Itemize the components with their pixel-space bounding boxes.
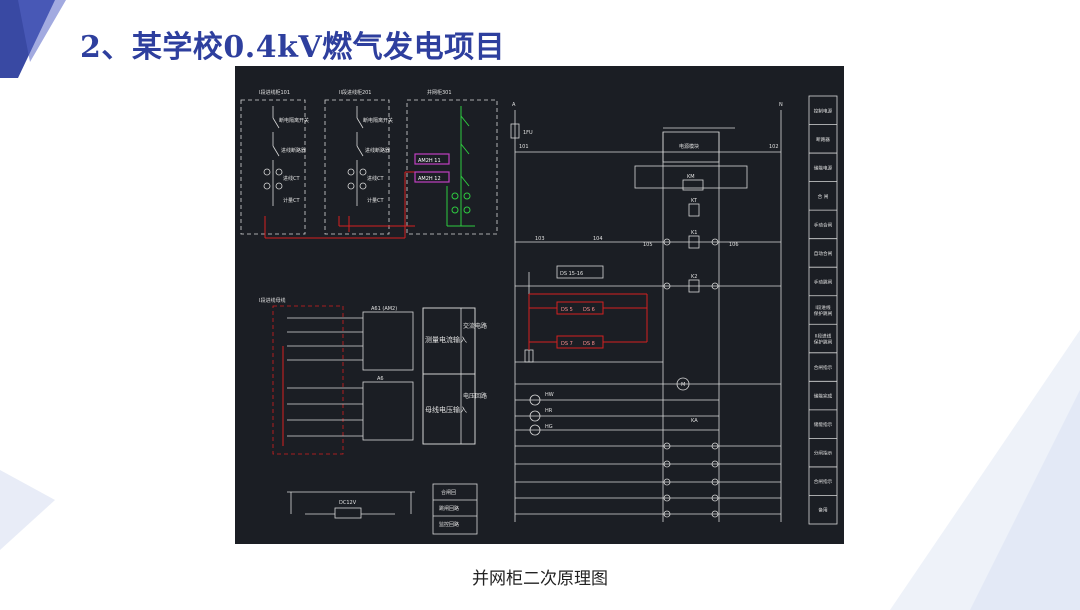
node-102-label: 102 [769, 144, 779, 150]
panel-2-ct2: 计量CT [367, 197, 384, 204]
node-103-label: 103 [535, 236, 545, 242]
resistor-1-label: DS 5 [561, 307, 573, 313]
right-label-item: 自动合闸 [814, 250, 833, 257]
ac-circuit-label: 交流电路 [463, 322, 487, 330]
resistor-2-label: DS 6 [583, 307, 595, 313]
right-label-item: 合闸指示 [814, 478, 833, 485]
right-label-item: 分闸指示 [814, 450, 833, 457]
slide-title: 2、某学校0.4kV燃气发电项目 [80, 30, 506, 65]
right-label-item: II段进线 [815, 333, 832, 340]
voltage-circuit-label: 电压回路 [463, 392, 487, 400]
right-label-item: 合 闸 [818, 193, 829, 200]
motor-label: M [681, 382, 685, 388]
node-106-label: 106 [729, 242, 739, 248]
panel-2-switch: 断电隔离开关 [363, 117, 393, 124]
module-1-label: AM2H 11 [418, 158, 441, 164]
corner-decoration-bottom-right [890, 330, 1080, 610]
meas-voltage-label: 母线电压输入 [425, 405, 467, 414]
figure-caption: 并网柜二次原理图 [472, 569, 608, 589]
relay-km-label: KM [687, 174, 695, 180]
panel-2-breaker: 进线断路器 [365, 147, 390, 154]
panel-1-breaker: 进线断路器 [281, 147, 306, 154]
relay-ka-label: KA [691, 418, 698, 424]
panel-1-ct: 进线CT [283, 175, 300, 182]
right-label-item: 保护跳闸 [814, 310, 833, 317]
node-a-label: A [512, 102, 516, 108]
panel-2-ct: 进线CT [367, 175, 384, 182]
legend-3: 监控回路 [439, 521, 459, 528]
right-label-item: 手动合闸 [814, 221, 833, 228]
panel-3-title: 并网柜301 [427, 89, 452, 96]
lamp-3-label: HG [545, 424, 553, 430]
node-101-label: 101 [519, 144, 529, 150]
fuse-label: 1FU [523, 130, 533, 136]
schematic-svg: I段进线柜101 II段进线柜201 并网柜301 断电隔离开关 进线断路器 进… [240, 89, 838, 535]
panel-1-ct2: 计量CT [283, 197, 300, 204]
right-label-item: 储能完成 [814, 393, 833, 400]
meter-label: A61 (AM2) [371, 306, 397, 312]
schematic-diagram: I段进线柜101 II段进线柜201 并网柜301 断电隔离开关 进线断路器 进… [235, 66, 844, 544]
bottom-module-label: DC12V [339, 500, 357, 506]
relay-kt-label: KT [691, 198, 698, 204]
module-2-label: AM2H 12 [418, 176, 441, 182]
right-label-item: 储能电源 [814, 164, 833, 171]
right-label-item: 手动跳闸 [814, 278, 833, 285]
resistor-3-label: DS 7 [561, 341, 573, 347]
right-label-item: 储能指示 [814, 421, 833, 428]
relay-t2-label: K2 [691, 274, 697, 280]
panel-1-title: I段进线柜101 [259, 89, 290, 96]
lamp-1-label: HW [545, 392, 554, 398]
node-105-label: 105 [643, 242, 653, 248]
right-label-item: 断路器 [816, 136, 830, 143]
busbar-label: I段进线母线 [259, 297, 285, 304]
right-label-item: 合闸指示 [814, 364, 833, 371]
corner-decoration [0, 0, 66, 78]
corner-decoration-bottom-left [0, 470, 55, 550]
dc-supply-label: 电源模块 [679, 143, 699, 150]
timer-label: DS 15-16 [560, 271, 583, 277]
right-label-item: 备用 [818, 507, 828, 514]
panel-2-title: II段进线柜201 [339, 89, 372, 96]
panel-1-switch: 断电隔离开关 [279, 117, 309, 124]
node-n-label: N [779, 102, 783, 108]
lamp-2-label: HR [545, 408, 553, 414]
node-104-label: 104 [593, 236, 603, 242]
legend-1: 合闸回 [441, 489, 456, 496]
relay-t1-label: K1 [691, 230, 697, 236]
right-label-item: I段进线 [815, 304, 831, 311]
right-label-item: 保护跳闸 [814, 339, 833, 346]
legend-2: 跳闸回路 [439, 505, 459, 512]
meter-2-label: A6 [377, 376, 384, 382]
right-label-item: 控制电源 [814, 107, 833, 114]
resistor-4-label: DS 8 [583, 341, 595, 347]
meas-current-label: 测量电流输入 [425, 335, 467, 344]
